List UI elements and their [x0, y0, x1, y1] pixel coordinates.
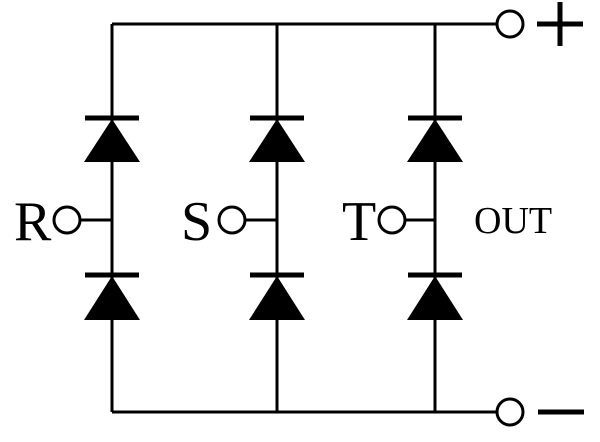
rectifier-branch-t: T: [342, 24, 463, 412]
diode-anode-triangle: [249, 276, 305, 320]
diode-anode-triangle: [84, 276, 140, 320]
diode-icon: [249, 272, 305, 320]
circle-terminal-icon: [495, 397, 525, 427]
circle-terminal-icon: [217, 205, 247, 235]
positive-output-terminal: [495, 2, 583, 46]
negative-output-terminal: [495, 397, 584, 427]
diode-icon: [407, 115, 463, 162]
diode-anode-triangle: [84, 119, 140, 162]
rectifier-branch-s: S: [181, 24, 305, 412]
diode-icon: [84, 272, 140, 320]
circle-terminal-icon: [52, 205, 82, 235]
input-s-label: S: [181, 191, 212, 253]
diode-icon: [407, 272, 463, 320]
diode-anode-triangle: [407, 276, 463, 320]
input-t-label: T: [342, 191, 376, 253]
diode-anode-triangle: [407, 119, 463, 162]
diode-icon: [249, 115, 305, 162]
input-r-label: R: [14, 191, 52, 253]
plus-icon: [537, 2, 583, 46]
diode-anode-triangle: [249, 119, 305, 162]
circle-terminal-icon: [495, 9, 525, 39]
diode-icon: [84, 115, 140, 162]
rectifier-branch-r: R: [14, 24, 140, 412]
circle-terminal-icon: [377, 205, 407, 235]
output-label: OUT: [474, 200, 552, 242]
